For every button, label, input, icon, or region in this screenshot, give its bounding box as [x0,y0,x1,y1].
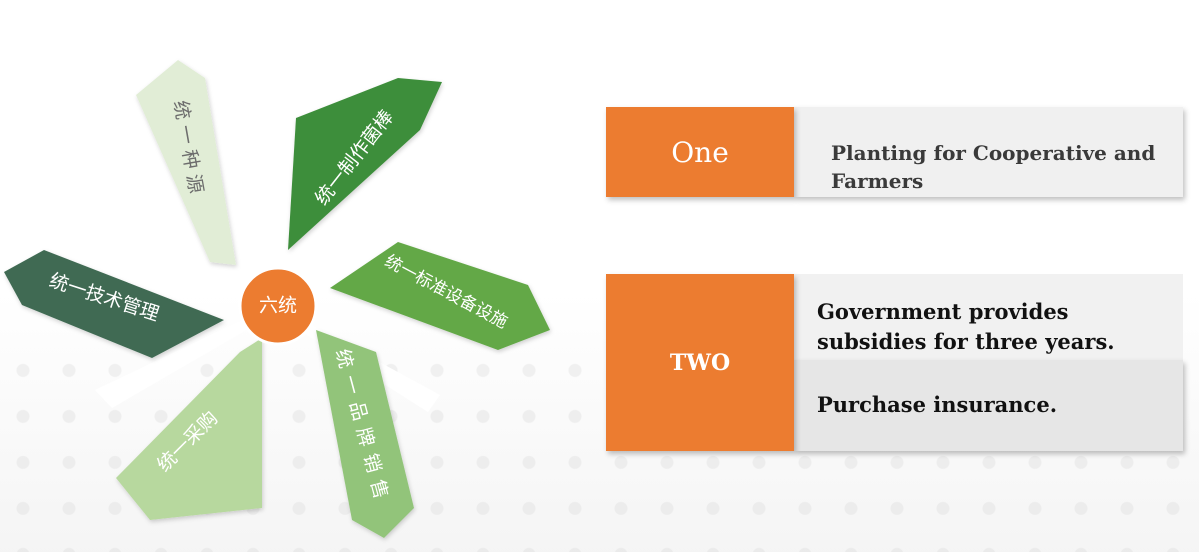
card-two: TWO Government provides subsidies for th… [606,274,1183,451]
center-node: 六统 [238,266,318,346]
card-two-text-insurance: Purchase insurance. [817,392,1058,417]
card-one-panel [794,107,1183,197]
petal-tech: 统一技术管理 [4,250,224,358]
petal-purchase: 统一采购 [116,338,262,520]
card-one: One Planting for Cooperative and Farmers [606,107,1183,197]
petal-stick: 统一制作菌棒 [288,78,442,250]
petal-variety: 统一种源 [136,60,236,265]
petal-brand: 统一品牌销售 [316,330,414,538]
card-two-panel-bottom [794,360,1183,451]
petal-facility: 统一标准设备设施 [330,242,550,350]
card-one-text: Planting for Cooperative and Farmers [831,141,1156,193]
card-two-text-subsidy: Government provides subsidies for three … [817,299,1115,354]
card-two-panel-top [794,274,1183,360]
card-two-badge: TWO [606,274,794,451]
center-label: 六统 [259,295,297,317]
card-one-badge: One [606,107,794,197]
six-unified-diagram: 统一种源 统一制作菌棒 统一标准设备设施 统一品牌销售 统一采购 统一技术管理 … [4,60,550,538]
